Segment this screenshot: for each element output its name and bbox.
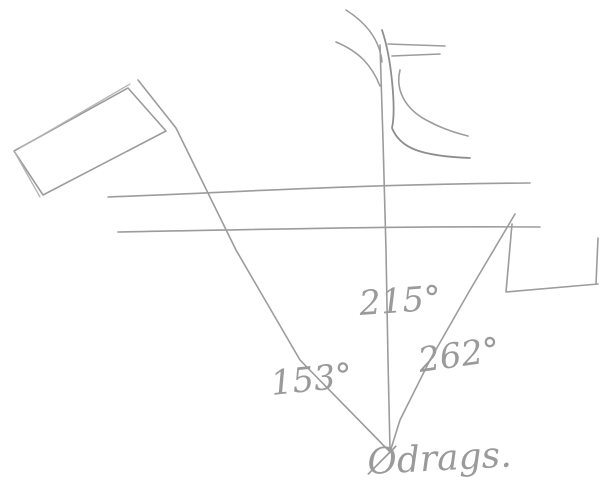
bearing-line-215 <box>380 45 390 450</box>
angle-label-262: 262° <box>415 330 503 381</box>
angle-label-215: 215° <box>357 278 442 324</box>
building-left <box>14 84 166 197</box>
road-lines <box>108 183 540 232</box>
angle-label-153: 153° <box>269 356 355 404</box>
origin-label: Ødrags. <box>365 434 512 483</box>
building-top <box>336 10 470 158</box>
building-right <box>506 224 598 292</box>
bearing-line-153 <box>138 80 390 452</box>
